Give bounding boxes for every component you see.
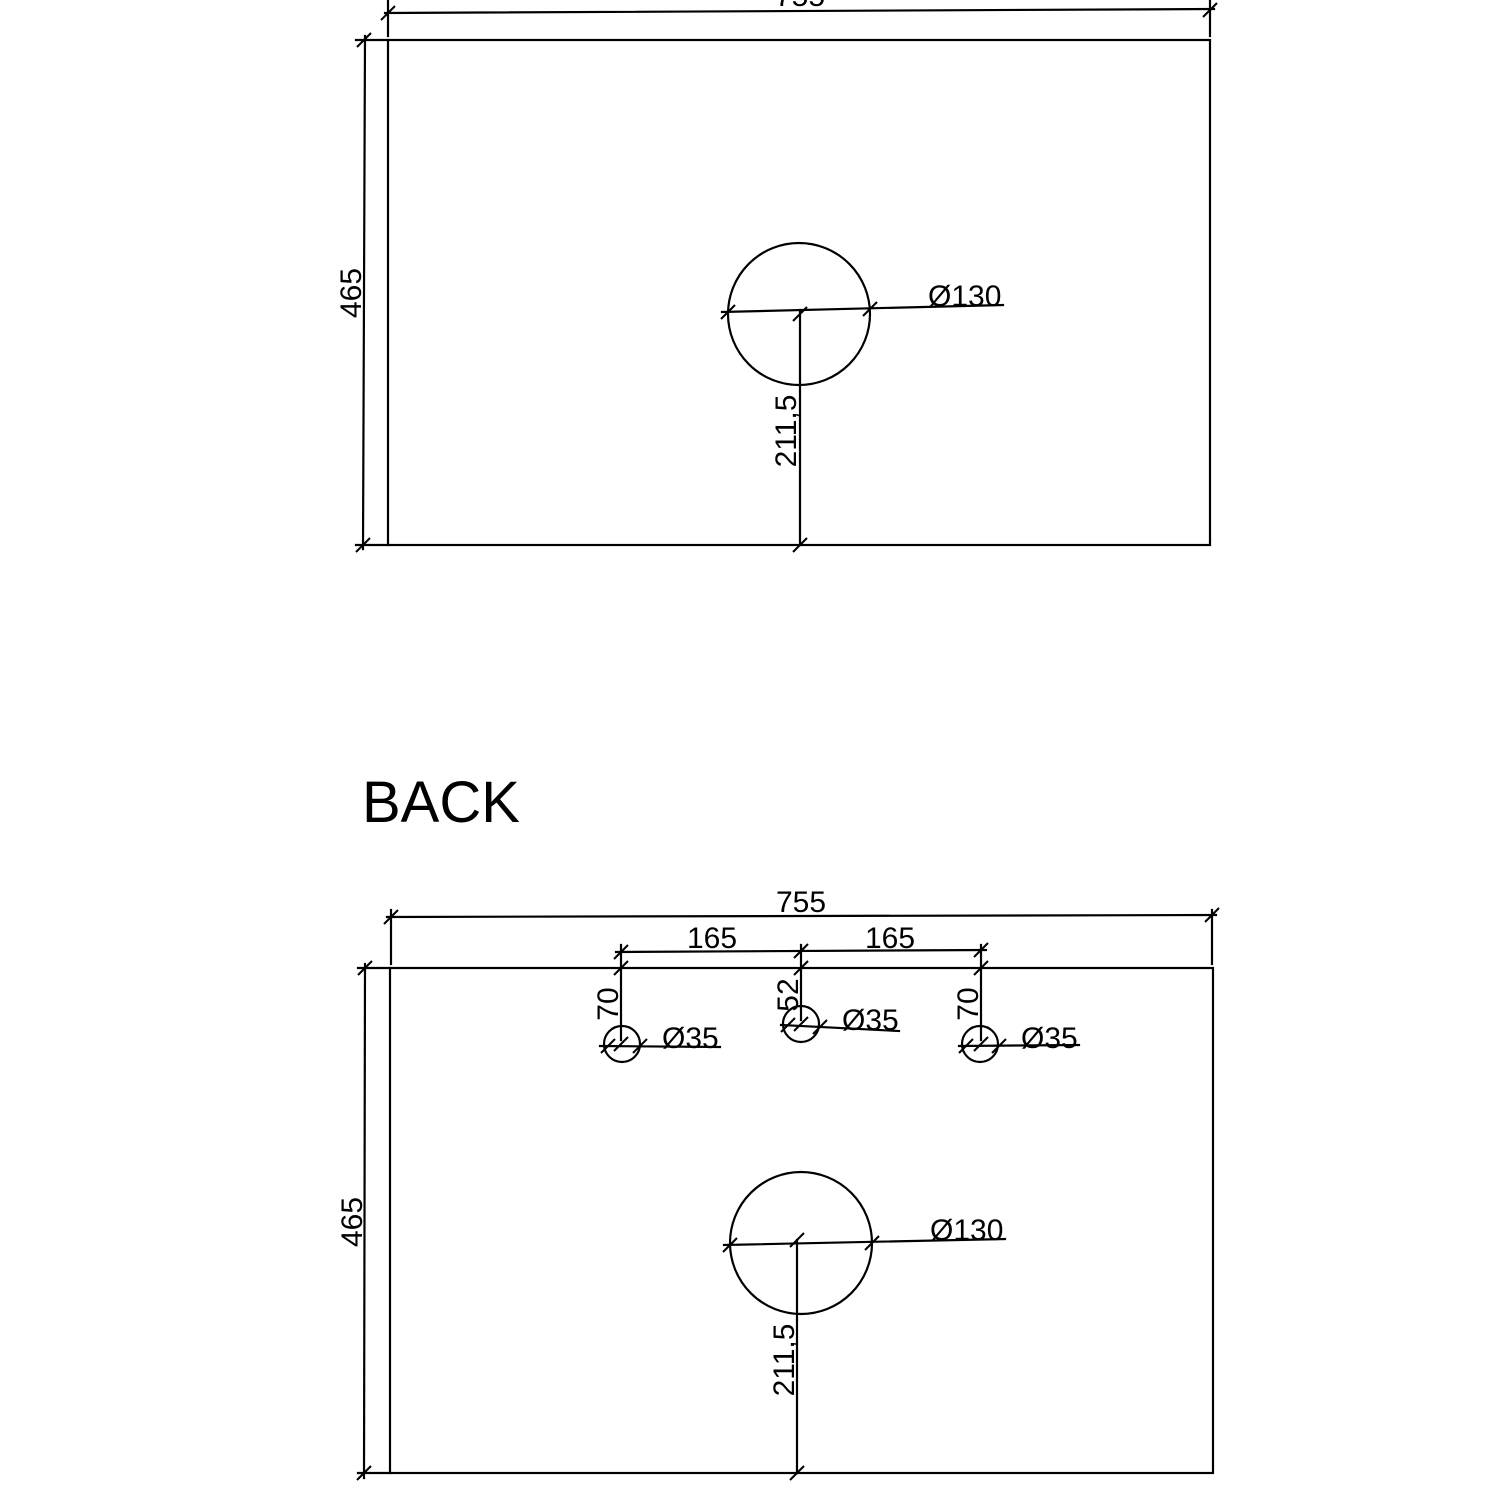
back-right-tap-offset-label: 70 (952, 987, 985, 1020)
back-left-tap-circle (602, 1024, 642, 1064)
top-view: 755 465 Ø130 211,5 (335, 0, 1218, 553)
back-left-tap-offset-label: 70 (592, 987, 625, 1020)
back-outline (388, 966, 1215, 1475)
top-basin-offset-label: 211,5 (770, 395, 803, 468)
back-tap-diameter-dimensions: Ø35 Ø35 Ø35 (598, 1004, 1081, 1055)
back-left-tap-diameter-label: Ø35 (662, 1022, 719, 1055)
back-basin-offset-label: 211,5 (768, 1324, 801, 1397)
back-basin-diameter-label: Ø130 (930, 1214, 1003, 1247)
top-basin-diameter-label: Ø130 (928, 280, 1001, 313)
top-basin-offset-dimension: 211,5 (770, 306, 808, 553)
back-tap-spacing-dimension: 165 165 (613, 922, 989, 1042)
back-depth-dimension: 465 (336, 960, 392, 1481)
back-width-label: 755 (776, 886, 826, 919)
back-width-dimension: 755 (383, 886, 1220, 966)
top-basin-diameter-dimension: Ø130 (720, 280, 1005, 320)
top-depth-label: 465 (335, 268, 368, 318)
top-width-dimension: 755 (380, 0, 1218, 38)
back-basin-offset-dimension: 211,5 (768, 1232, 805, 1481)
top-depth-dimension: 465 (335, 32, 390, 553)
back-view-heading: BACK (362, 770, 520, 835)
back-tap-spacing-right-label: 165 (865, 922, 915, 955)
back-view: 755 165 165 70 52 70 (336, 886, 1220, 1481)
back-center-tap-circle (781, 1004, 821, 1044)
back-tap-spacing-left-label: 165 (687, 922, 737, 955)
back-depth-label: 465 (336, 1197, 369, 1247)
back-right-tap-diameter-label: Ø35 (1021, 1022, 1078, 1055)
back-right-tap-circle (960, 1024, 1000, 1064)
back-center-tap-diameter-label: Ø35 (842, 1004, 899, 1037)
top-width-label: 755 (775, 0, 825, 13)
back-basin-diameter-dimension: Ø130 (722, 1214, 1007, 1253)
back-center-tap-offset-label: 52 (772, 978, 805, 1011)
